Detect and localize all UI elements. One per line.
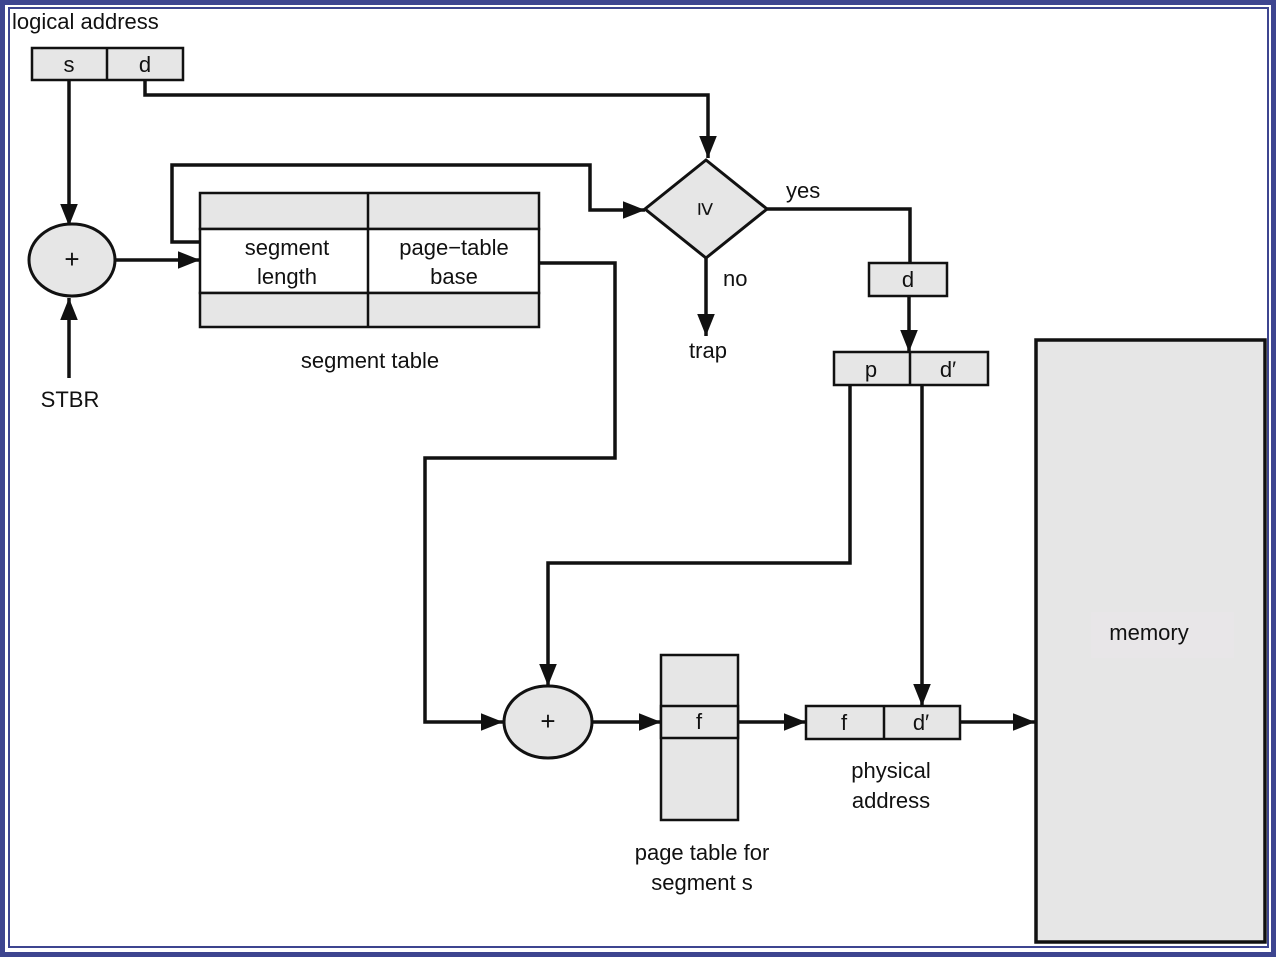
memory-block: memory (1034, 338, 1267, 944)
memory-label-bg (1091, 612, 1234, 658)
physical-field-f: f (841, 710, 848, 735)
page-table-base-line1: page−table (399, 235, 509, 260)
adder-plus-icon-2: + (540, 706, 555, 736)
physical-address-caption-line2: address (852, 788, 930, 813)
wire-d-to-comparator (143, 80, 717, 158)
wire-p-to-adder (539, 385, 852, 686)
adder-plus-icon: + (64, 244, 79, 274)
offset-d-box: d (867, 261, 949, 298)
greater-equal-icon: ≥ (693, 202, 720, 215)
segment-table-row-bottom (198, 291, 541, 329)
segment-table-row-top (198, 191, 541, 231)
wire-yes-to-d (767, 207, 912, 263)
segment-table-caption: segment table (301, 348, 439, 373)
field-s: s (64, 52, 75, 77)
field-d-prime: d′ (940, 357, 956, 382)
no-label: no (723, 266, 747, 291)
offset-d-rect (867, 261, 949, 298)
physical-address-caption-line1: physical (851, 758, 930, 783)
offset-d-text: d (902, 267, 914, 292)
segment-table-row-entry (198, 227, 541, 295)
physical-field-d-prime: d′ (913, 710, 929, 735)
field-d: d (139, 52, 151, 77)
stbr-label: STBR (41, 387, 100, 412)
segment-length-line1: segment (245, 235, 329, 260)
page-table: f (659, 653, 740, 822)
page-table-caption-line2: segment s (651, 870, 753, 895)
logical-address-label: logical address (12, 9, 159, 34)
page-table-base-line2: base (430, 264, 478, 289)
split-address-box: p d′ (832, 350, 990, 387)
field-p: p (865, 357, 877, 382)
adder-page: + (502, 684, 594, 760)
trap-label: trap (689, 338, 727, 363)
page-table-f-text: f (696, 709, 703, 734)
segment-table: segment length page−table base (198, 191, 541, 329)
physical-address-box: f d′ (804, 704, 962, 741)
logical-address-box: s d (30, 46, 185, 82)
yes-label: yes (786, 178, 820, 203)
page-table-caption-line1: page table for (635, 840, 770, 865)
memory-label: memory (1109, 620, 1188, 645)
comparator: ≥ (642, 158, 770, 260)
segment-length-line2: length (257, 264, 317, 289)
adder-segment: + (27, 222, 117, 298)
wire-length-to-comparator (170, 163, 645, 244)
wire-base-to-adder (423, 261, 617, 731)
